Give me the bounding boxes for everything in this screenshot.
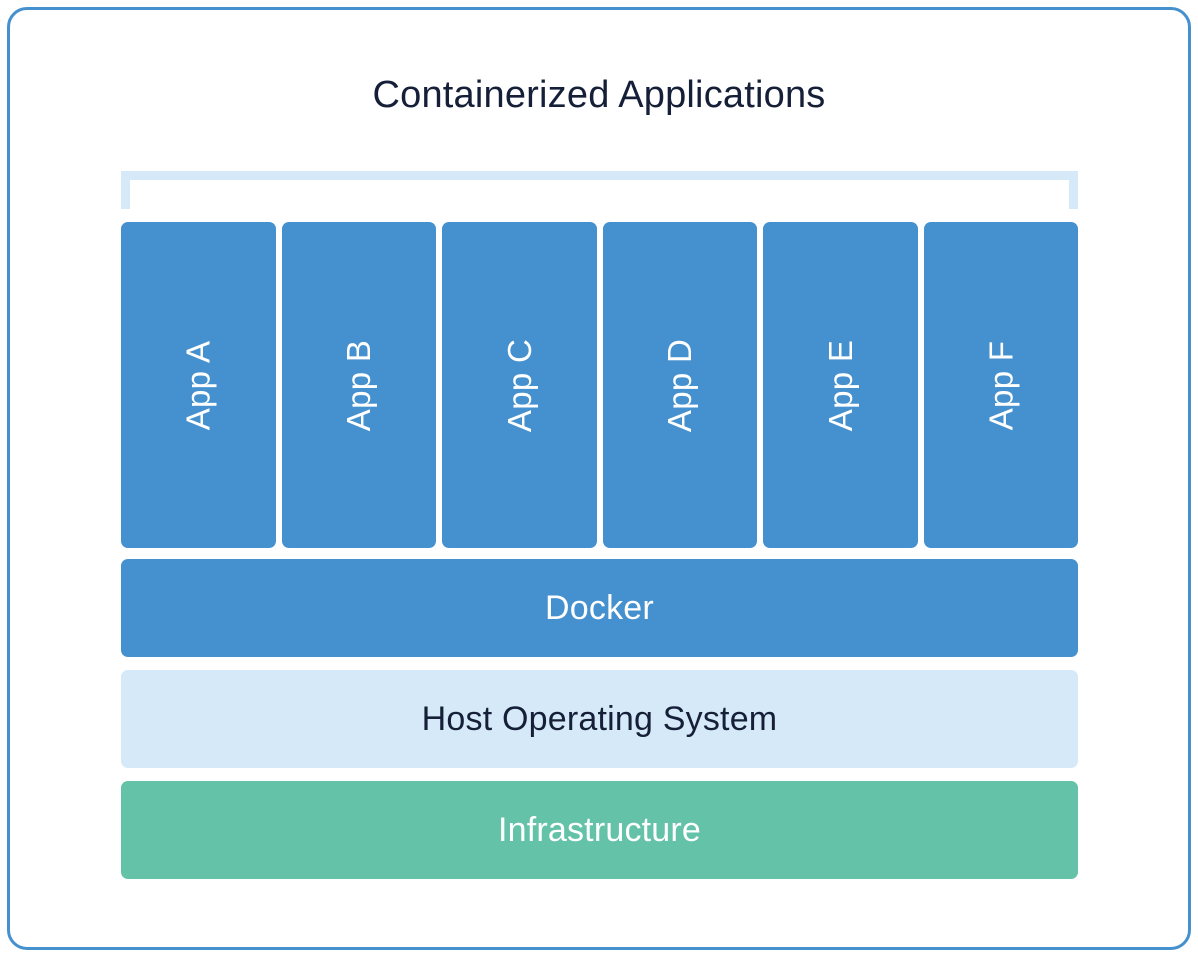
- layer-docker[interactable]: Docker: [121, 559, 1078, 657]
- app-container-label: App B: [340, 339, 378, 431]
- layer-infrastructure[interactable]: Infrastructure: [121, 781, 1078, 879]
- app-container-d[interactable]: App D: [602, 222, 757, 548]
- app-container-label: App D: [661, 338, 699, 432]
- containerized-applications-bracket: [121, 171, 1078, 209]
- app-container-label: App E: [821, 339, 859, 431]
- page-title: Containerized Applications: [372, 74, 826, 116]
- app-container-e[interactable]: App E: [763, 222, 918, 548]
- app-container-f[interactable]: App F: [923, 222, 1078, 548]
- app-container-row: App A App B App C App D App E App F: [121, 222, 1078, 548]
- app-container-label: App A: [179, 340, 217, 430]
- app-container-b[interactable]: App B: [281, 222, 436, 548]
- app-container-c[interactable]: App C: [442, 222, 597, 548]
- app-container-a[interactable]: App A: [121, 222, 276, 548]
- layer-host-operating-system[interactable]: Host Operating System: [121, 670, 1078, 768]
- app-container-label: App C: [500, 338, 538, 432]
- app-container-label: App F: [982, 340, 1020, 430]
